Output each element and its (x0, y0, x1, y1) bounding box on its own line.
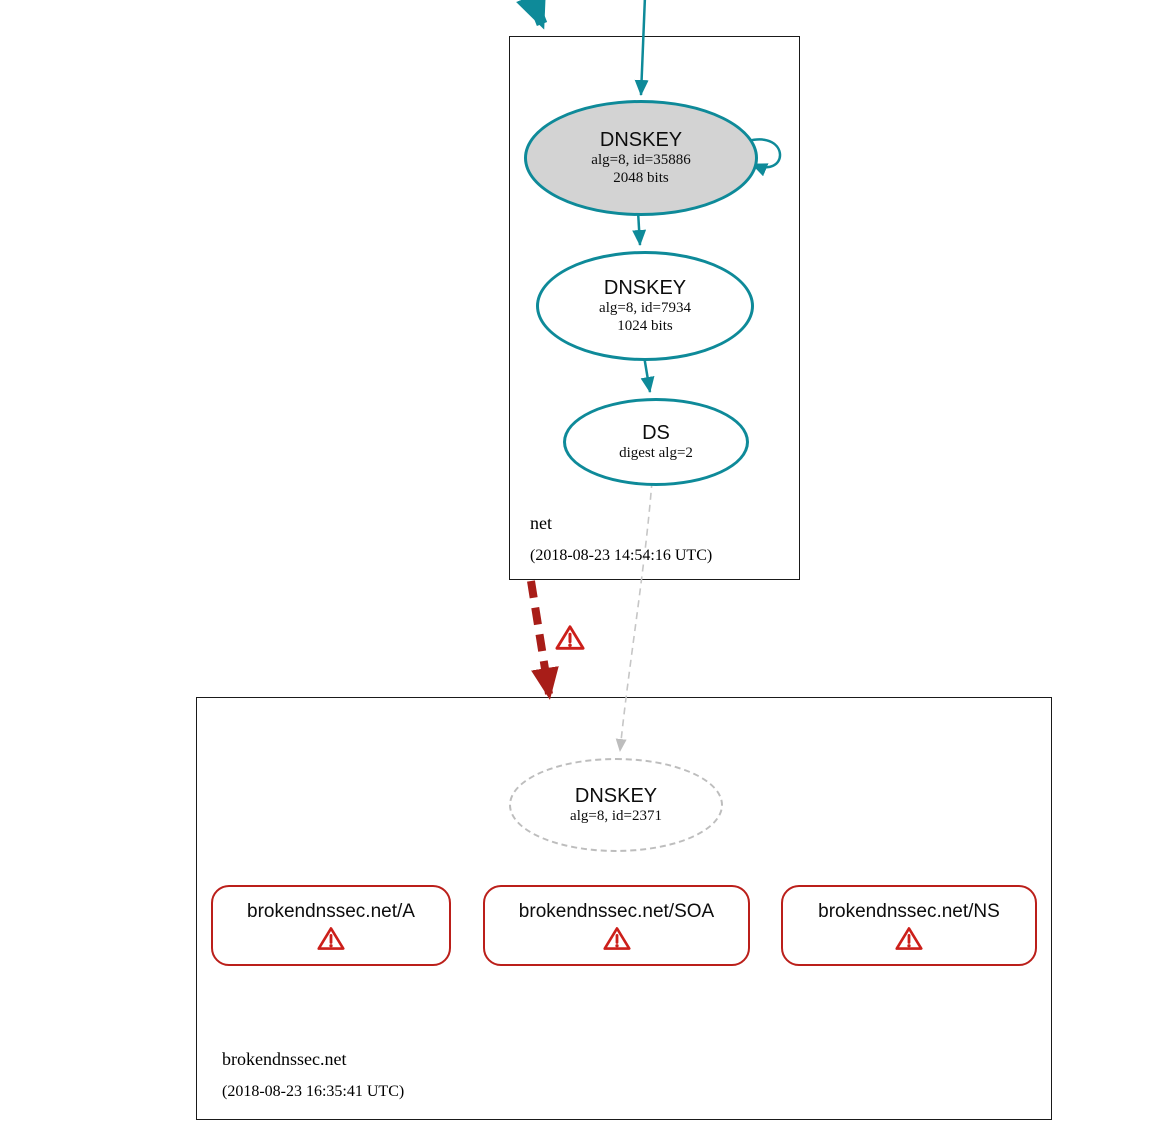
zone-timestamp-net: (2018-08-23 14:54:16 UTC) (530, 547, 713, 564)
node-title: DNSKEY (574, 784, 658, 807)
node-detail: alg=8, id=35886 (591, 152, 691, 169)
edge-incoming-thick (516, 0, 548, 30)
rrset-label: brokendnssec.net/A (247, 900, 415, 922)
node-dnskey-2371: DNSKEY alg=8, id=2371 (509, 758, 723, 852)
rrset-soa: brokendnssec.net/SOA (483, 885, 750, 966)
node-title: DNSKEY (599, 129, 683, 152)
node-detail: 1024 bits (617, 317, 673, 334)
node-title: DS (642, 421, 670, 444)
node-dnskey-zsk-7934: DNSKEY alg=8, id=7934 1024 bits (536, 251, 754, 361)
node-detail: alg=8, id=2371 (570, 807, 662, 824)
rrset-a: brokendnssec.net/A (211, 885, 451, 966)
zone-name-net: net (530, 513, 552, 533)
node-detail: alg=8, id=7934 (599, 300, 691, 317)
node-dnskey-ksk-35886: DNSKEY alg=8, id=35886 2048 bits (524, 100, 758, 216)
rrset-label: brokendnssec.net/SOA (518, 900, 715, 922)
warning-icon (555, 624, 585, 651)
warning-icon (602, 926, 631, 951)
edge-bogus-delegation (527, 580, 559, 700)
rrset-ns: brokendnssec.net/NS (781, 885, 1037, 966)
node-detail: 2048 bits (613, 169, 669, 186)
zone-name-brokendnssec: brokendnssec.net (222, 1049, 347, 1069)
node-title: DNSKEY (603, 277, 687, 300)
warning-icon (317, 926, 345, 951)
warning-icon (895, 926, 923, 951)
node-detail: digest alg=2 (619, 444, 693, 461)
node-ds: DS digest alg=2 (563, 398, 749, 486)
zone-timestamp-brokendnssec: (2018-08-23 16:35:41 UTC) (222, 1083, 405, 1100)
rrset-label: brokendnssec.net/NS (818, 900, 1000, 922)
